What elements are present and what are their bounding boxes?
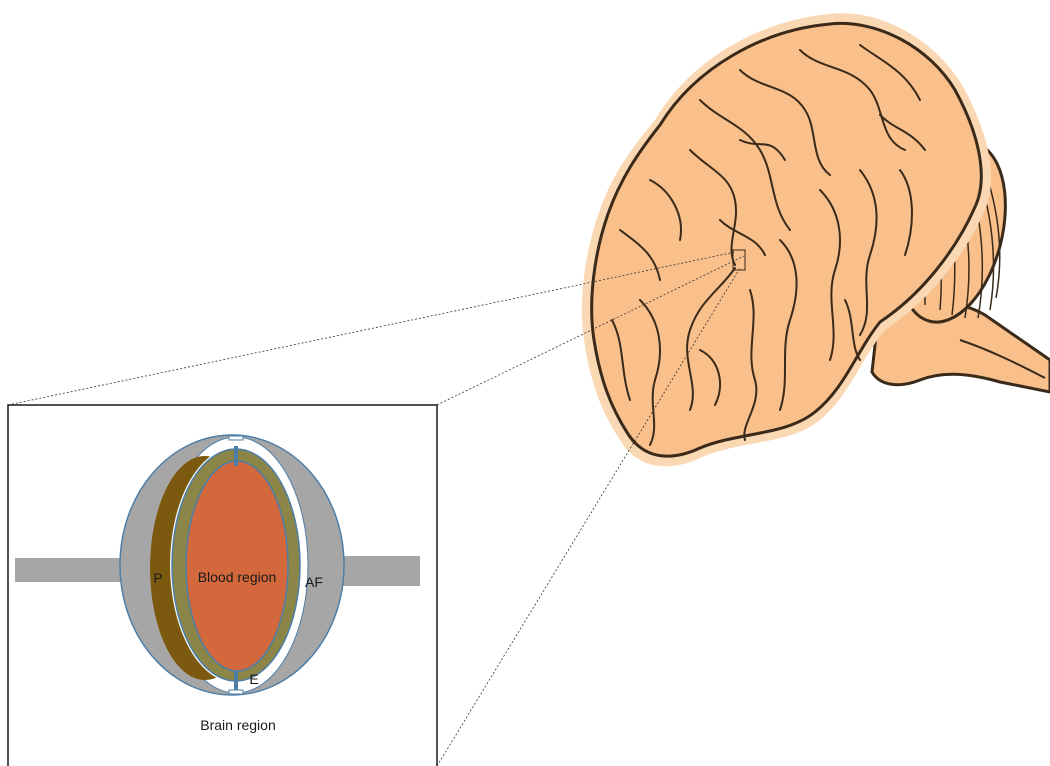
label-blood-region: Blood region (198, 569, 277, 585)
brain-illustration (582, 13, 1050, 466)
tight-junction-bottom (234, 670, 238, 690)
label-af: AF (305, 574, 323, 590)
blood-region (186, 461, 288, 671)
cerebrum (592, 23, 982, 456)
tight-junction-top (234, 446, 238, 466)
label-e: E (249, 671, 258, 687)
label-brain-region: Brain region (200, 717, 276, 733)
inset-panel: Blood region P AF E Brain region (8, 405, 437, 766)
left-bar (15, 558, 130, 582)
label-p: P (153, 570, 162, 586)
